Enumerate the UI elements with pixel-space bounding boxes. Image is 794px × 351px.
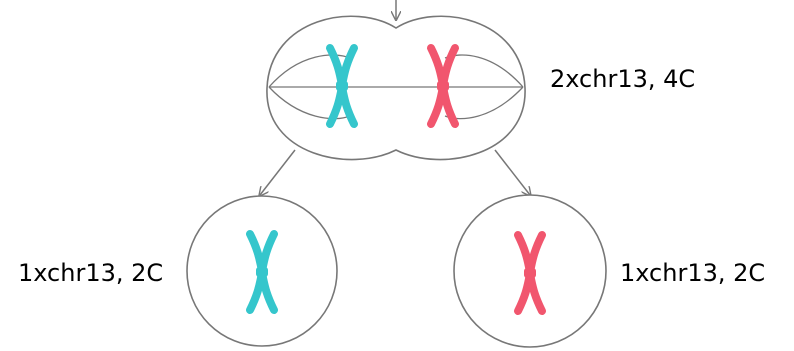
dividing-cell-label: 2xchr13, 4C xyxy=(550,65,695,93)
left-daughter-label: 1xchr13, 2C xyxy=(18,259,163,287)
chromosome-red-daughter xyxy=(514,231,546,315)
right-daughter-label: 1xchr13, 2C xyxy=(620,259,765,287)
chromosome-cyan-parent xyxy=(326,44,358,128)
chromosome-cyan-daughter xyxy=(246,230,278,314)
dividing-cell-outline xyxy=(266,15,526,161)
chromosome-red-parent xyxy=(427,44,459,128)
spindle-lines xyxy=(268,54,524,120)
arrow-to-left-daughter xyxy=(260,149,296,195)
arrow-to-right-daughter xyxy=(494,149,530,195)
